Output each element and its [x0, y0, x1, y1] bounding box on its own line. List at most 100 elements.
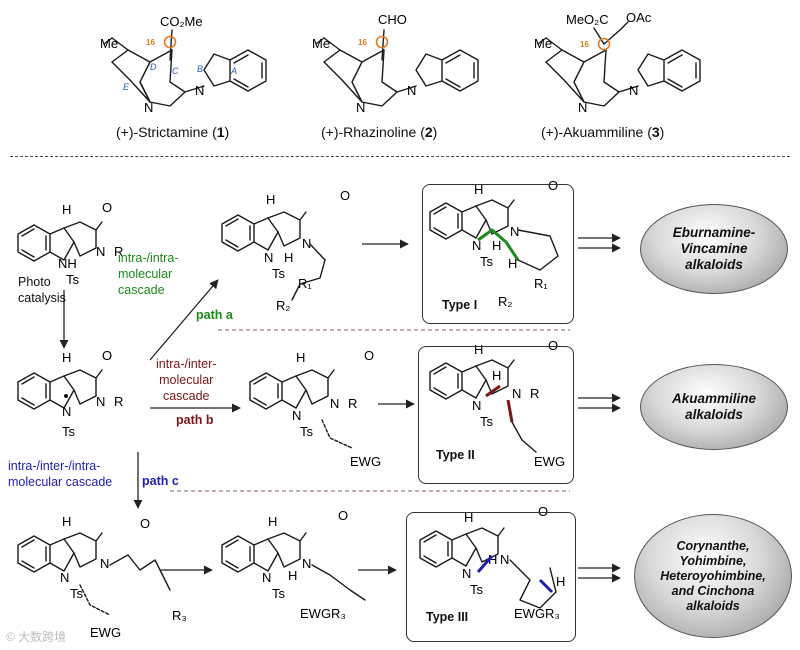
svg-text:Ts: Ts [470, 582, 484, 597]
svg-text:H: H [62, 514, 71, 529]
path-c-label: path c [142, 474, 179, 488]
type-3-structure: H O N N Ts H H EWGR₃ [419, 504, 565, 621]
svg-text:N: N [262, 570, 271, 585]
svg-text:E: E [123, 82, 130, 92]
double-arrow-3 [578, 563, 621, 583]
svg-text:O: O [548, 178, 558, 193]
photo-catalysis-label: Photo catalysis [18, 275, 66, 305]
type-2-box [418, 346, 574, 484]
path-c-intermediate-2: H O N N Ts H EWGR₃ [221, 508, 366, 621]
svg-text:N: N [195, 83, 204, 98]
svg-text:D: D [150, 62, 157, 72]
svg-text:16: 16 [146, 38, 155, 47]
type-3-box [406, 512, 576, 642]
svg-text:C: C [172, 66, 179, 76]
path-b-intermediate: H O N R N Ts EWG [249, 348, 381, 469]
svg-text:H: H [288, 568, 297, 583]
svg-text:H: H [268, 514, 277, 529]
meo2c-label: MeO₂C [566, 12, 609, 27]
svg-text:Ts: Ts [66, 272, 80, 287]
svg-text:16: 16 [358, 38, 367, 47]
svg-text:Ts: Ts [272, 586, 286, 601]
svg-text:EWG: EWG [350, 454, 381, 469]
svg-text:H: H [266, 192, 275, 207]
double-arrow-1 [578, 233, 621, 253]
svg-text:N: N [96, 394, 105, 409]
section-divider [10, 156, 790, 157]
svg-text:Ts: Ts [272, 266, 286, 281]
svg-text:Me: Me [534, 36, 552, 51]
svg-text:Me: Me [100, 36, 118, 51]
svg-text:N: N [330, 396, 339, 411]
svg-text:N: N [407, 83, 416, 98]
reaction-scheme: H O N R NH Ts H O N R N Ts H O N N Ts EW… [17, 178, 621, 640]
svg-text:H: H [62, 202, 71, 217]
svg-text:H: H [464, 510, 473, 525]
type-3-label: Type III [426, 610, 469, 624]
svg-text:N: N [100, 556, 109, 571]
compound-1-name: (+)-Strictamine (1) [116, 124, 230, 140]
arrow-path-a [149, 279, 219, 361]
svg-text:O: O [102, 348, 112, 363]
svg-text:B: B [197, 64, 203, 74]
svg-text:R₃: R₃ [172, 608, 187, 623]
svg-text:H: H [492, 368, 501, 383]
svg-text:O: O [538, 504, 548, 519]
starting-indole: H O N R NH Ts [17, 200, 123, 287]
svg-text:EWG: EWG [90, 625, 121, 640]
svg-text:N: N [60, 570, 69, 585]
svg-text:O: O [338, 508, 348, 523]
path-a-description: intra-/intra- molecular cascade [118, 251, 179, 297]
type-1-structure: H O N N Ts H H R₁ R₂ [429, 178, 559, 309]
svg-text:O: O [102, 200, 112, 215]
svg-text:N: N [512, 386, 521, 401]
svg-text:H: H [62, 350, 71, 365]
compound-2-name: (+)-Rhazinoline (2) [321, 124, 438, 140]
svg-text:Ts: Ts [300, 424, 314, 439]
svg-text:R: R [114, 244, 123, 259]
svg-text:H: H [492, 238, 501, 253]
svg-text:Ts: Ts [480, 254, 494, 269]
svg-text:Ts: Ts [480, 414, 494, 429]
cho-label: CHO [378, 12, 407, 27]
svg-text:N: N [62, 404, 71, 419]
rhazinoline-structure: CHO 16 Me N N [312, 12, 479, 115]
c16-marker-1 [163, 35, 177, 49]
svg-text:R₁: R₁ [534, 276, 548, 291]
svg-text:N: N [472, 398, 481, 413]
svg-text:N: N [356, 100, 365, 115]
compound-3-name: (+)-Akuammiline (3) [541, 124, 665, 140]
svg-text:H: H [284, 250, 293, 265]
path-c-intermediate-1: H O N N Ts EWG R₃ [17, 514, 187, 640]
svg-text:H: H [508, 256, 517, 271]
svg-text:H: H [488, 552, 497, 567]
svg-text:R: R [114, 394, 123, 409]
svg-text:N: N [302, 236, 311, 251]
type-2-structure: H O N R N Ts H EWG [429, 338, 565, 469]
path-a-label: path a [196, 308, 233, 322]
c16-marker-3 [597, 37, 611, 51]
radical-intermediate: H O N R N Ts [17, 348, 123, 439]
svg-text:N: N [292, 408, 301, 423]
svg-text:H: H [296, 350, 305, 365]
svg-text:N: N [144, 100, 153, 115]
svg-text:N: N [500, 552, 509, 567]
path-b-description: intra-/inter- molecular cascade [156, 357, 217, 403]
svg-text:H: H [474, 182, 483, 197]
double-arrow-2 [578, 393, 621, 413]
svg-text:N: N [264, 250, 273, 265]
strictamine-structure: CO₂Me 16 Me N N D E C B A [100, 14, 267, 115]
svg-text:A: A [230, 66, 237, 76]
path-b-label: path b [176, 413, 214, 427]
product-akuammiline: Akuammiline alkaloids [640, 364, 788, 450]
svg-text:EWG: EWG [534, 454, 565, 469]
svg-text:Me: Me [312, 36, 330, 51]
svg-text:H: H [556, 574, 565, 589]
svg-text:N: N [96, 244, 105, 259]
svg-text:R₁: R₁ [298, 276, 312, 291]
svg-text:O: O [364, 348, 374, 363]
svg-text:O: O [140, 516, 150, 531]
svg-text:R₂: R₂ [276, 298, 290, 313]
path-c-description: intra-/inter-/intra- molecular cascade [8, 459, 113, 489]
type-2-label: Type II [436, 448, 475, 462]
